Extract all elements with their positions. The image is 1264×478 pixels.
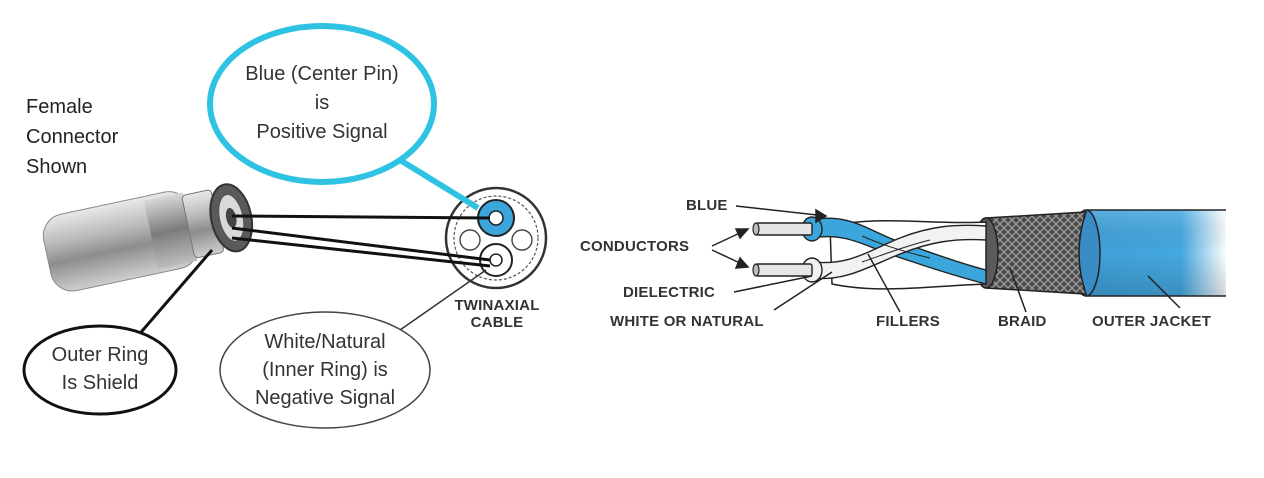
label-white-or-natural: WHITE OR NATURAL (610, 313, 764, 330)
center-pin-callout (207, 23, 480, 211)
twinaxial-caption-line-1: TWINAXIAL (454, 297, 540, 314)
connector-illustration (42, 183, 254, 292)
center-pin-callout-text: Blue (Center Pin) is Positive Signal (214, 60, 430, 147)
note-line-1: Female (26, 96, 93, 118)
center-callout-line-3: Positive Signal (256, 121, 388, 143)
negative-callout-line-3: Negative Signal (254, 387, 396, 409)
label-outer-jacket: OUTER JACKET (1092, 313, 1212, 330)
connector-lines (231, 214, 491, 268)
label-fillers: FILLERS (876, 313, 940, 330)
negative-callout (219, 269, 487, 429)
center-callout-line-2: is (314, 92, 330, 114)
shield-callout-text: Outer Ring Is Shield (30, 341, 170, 397)
negative-callout-text: White/Natural (Inner Ring) is Negative S… (225, 328, 425, 412)
shield-callout (22, 249, 214, 416)
note-line-3: Shown (26, 156, 88, 178)
label-dielectric: DIELECTRIC (623, 284, 715, 301)
twinaxial-caption-line-2: CABLE (470, 314, 524, 331)
twinaxial-cross-section (444, 186, 548, 290)
negative-callout-line-2: (Inner Ring) is (262, 359, 388, 381)
twinaxial-caption: TWINAXIAL CABLE (442, 297, 552, 331)
cable-cutaway (752, 209, 1226, 297)
shield-callout-line-2: Is Shield (61, 372, 139, 394)
label-blue: BLUE (686, 197, 728, 214)
shield-callout-line-1: Outer Ring (51, 344, 149, 366)
note-line-2: Connector (26, 126, 119, 148)
female-connector-note: Female Connector Shown (26, 92, 118, 182)
label-braid: BRAID (998, 313, 1047, 330)
negative-callout-line-1: White/Natural (264, 331, 386, 353)
cable-leader-lines (711, 205, 1181, 313)
center-callout-line-1: Blue (Center Pin) (245, 63, 399, 85)
label-conductors: CONDUCTORS (580, 238, 690, 255)
